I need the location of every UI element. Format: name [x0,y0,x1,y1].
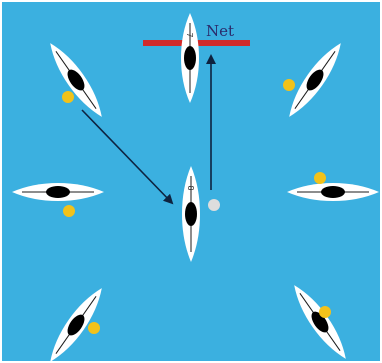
kayak-number: 8 [186,185,195,190]
kayak-paddler [185,202,197,226]
ball-icon [62,91,74,103]
ball-icon [319,306,331,318]
field-ball [208,199,220,211]
ball-icon [63,205,75,217]
kayak-paddler [184,46,196,70]
kayak-paddler [321,186,345,198]
net-label: Net [206,22,234,40]
ball-icon [314,172,326,184]
kayak-number: 7 [185,32,194,37]
kayak-paddler [46,186,70,198]
ball-icon [283,79,295,91]
ball-icon [88,322,100,334]
